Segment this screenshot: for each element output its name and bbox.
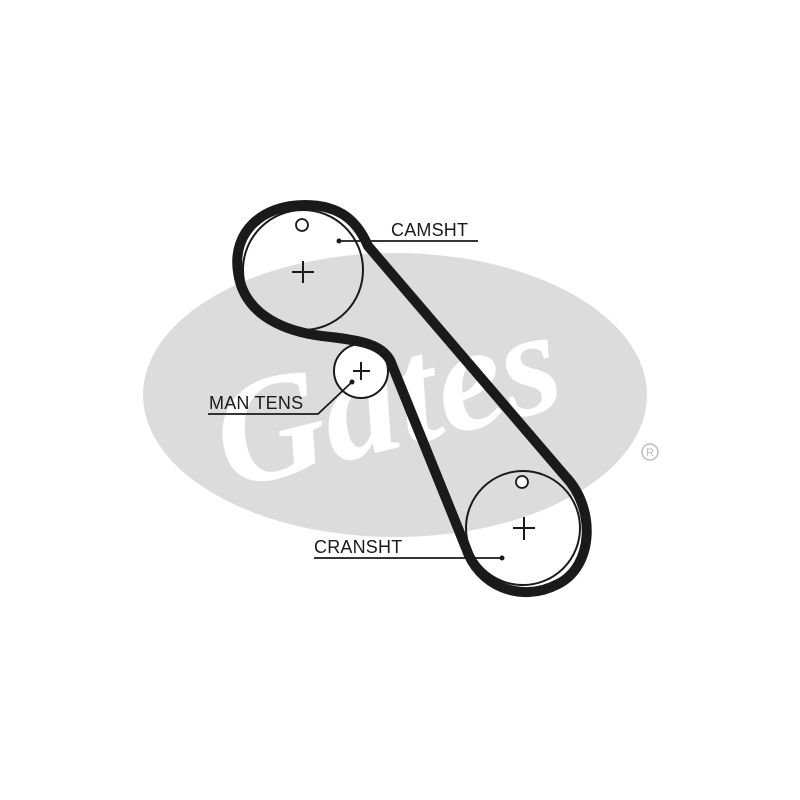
crankshaft-pulley-circle (465, 470, 581, 586)
tensioner-callout: MAN TENS (208, 379, 355, 415)
crankshaft-pulley (465, 470, 581, 586)
camshaft-timing-mark (295, 218, 309, 232)
crankshaft-callout: CRANSHT (314, 537, 505, 561)
crankshaft-timing-mark (515, 475, 529, 489)
tensioner-label: MAN TENS (209, 393, 303, 413)
registered-mark-text: R (646, 447, 654, 459)
tensioner-pulley (333, 343, 389, 399)
timing-belt (232, 200, 592, 598)
tensioner-leader-line (208, 381, 353, 415)
registered-mark-circle (641, 443, 659, 461)
camshaft-label: CAMSHT (391, 220, 468, 240)
camshaft-callout: CAMSHT (336, 220, 478, 244)
crankshaft-label: CRANSHT (314, 537, 402, 557)
